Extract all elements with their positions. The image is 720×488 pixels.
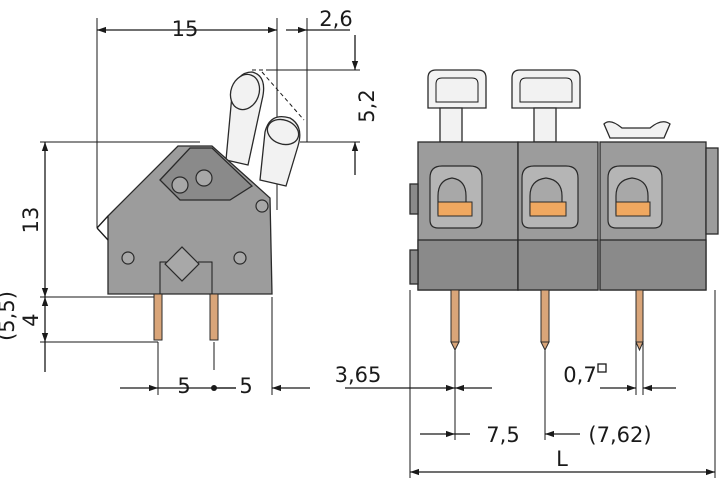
dim-lever-offset: 2,6 bbox=[319, 7, 352, 31]
dim-body-height: 13 bbox=[19, 207, 43, 234]
front-pin-2 bbox=[540, 289, 550, 343]
dim-edge-offset: 3,65 bbox=[335, 363, 382, 387]
side-hole-2 bbox=[195, 169, 213, 187]
side-view: 15 2,6 5,2 13 4 (5,5) 5 5 bbox=[0, 7, 379, 398]
dim-lever-height: 5,2 bbox=[355, 89, 379, 122]
front-pin-3 bbox=[635, 289, 644, 343]
dim-pitch-alt: (7,62) bbox=[588, 423, 651, 447]
side-pin-1 bbox=[153, 293, 163, 341]
front-pin-1 bbox=[450, 289, 460, 343]
dim-length: L bbox=[556, 447, 568, 471]
terminal-module-3 bbox=[599, 121, 719, 352]
dim-pin-length: 4 bbox=[19, 313, 43, 326]
side-pin-2 bbox=[209, 293, 219, 341]
dim-pitch-left: 5 bbox=[177, 374, 190, 398]
terminal-module-1 bbox=[409, 69, 519, 352]
dim-pitch: 7,5 bbox=[486, 423, 519, 447]
dim-pin-length-alt: (5,5) bbox=[0, 291, 19, 341]
dim-pitch-right: 5 bbox=[239, 374, 252, 398]
terminal-module-2 bbox=[511, 69, 599, 352]
front-view: 3,65 0,7 7,5 (7,62) L bbox=[335, 69, 719, 478]
dim-pin-size: 0,7 bbox=[563, 363, 596, 387]
dim-side-width: 15 bbox=[172, 17, 199, 41]
square-outline-icon bbox=[597, 363, 607, 373]
side-hole-1 bbox=[171, 176, 189, 194]
